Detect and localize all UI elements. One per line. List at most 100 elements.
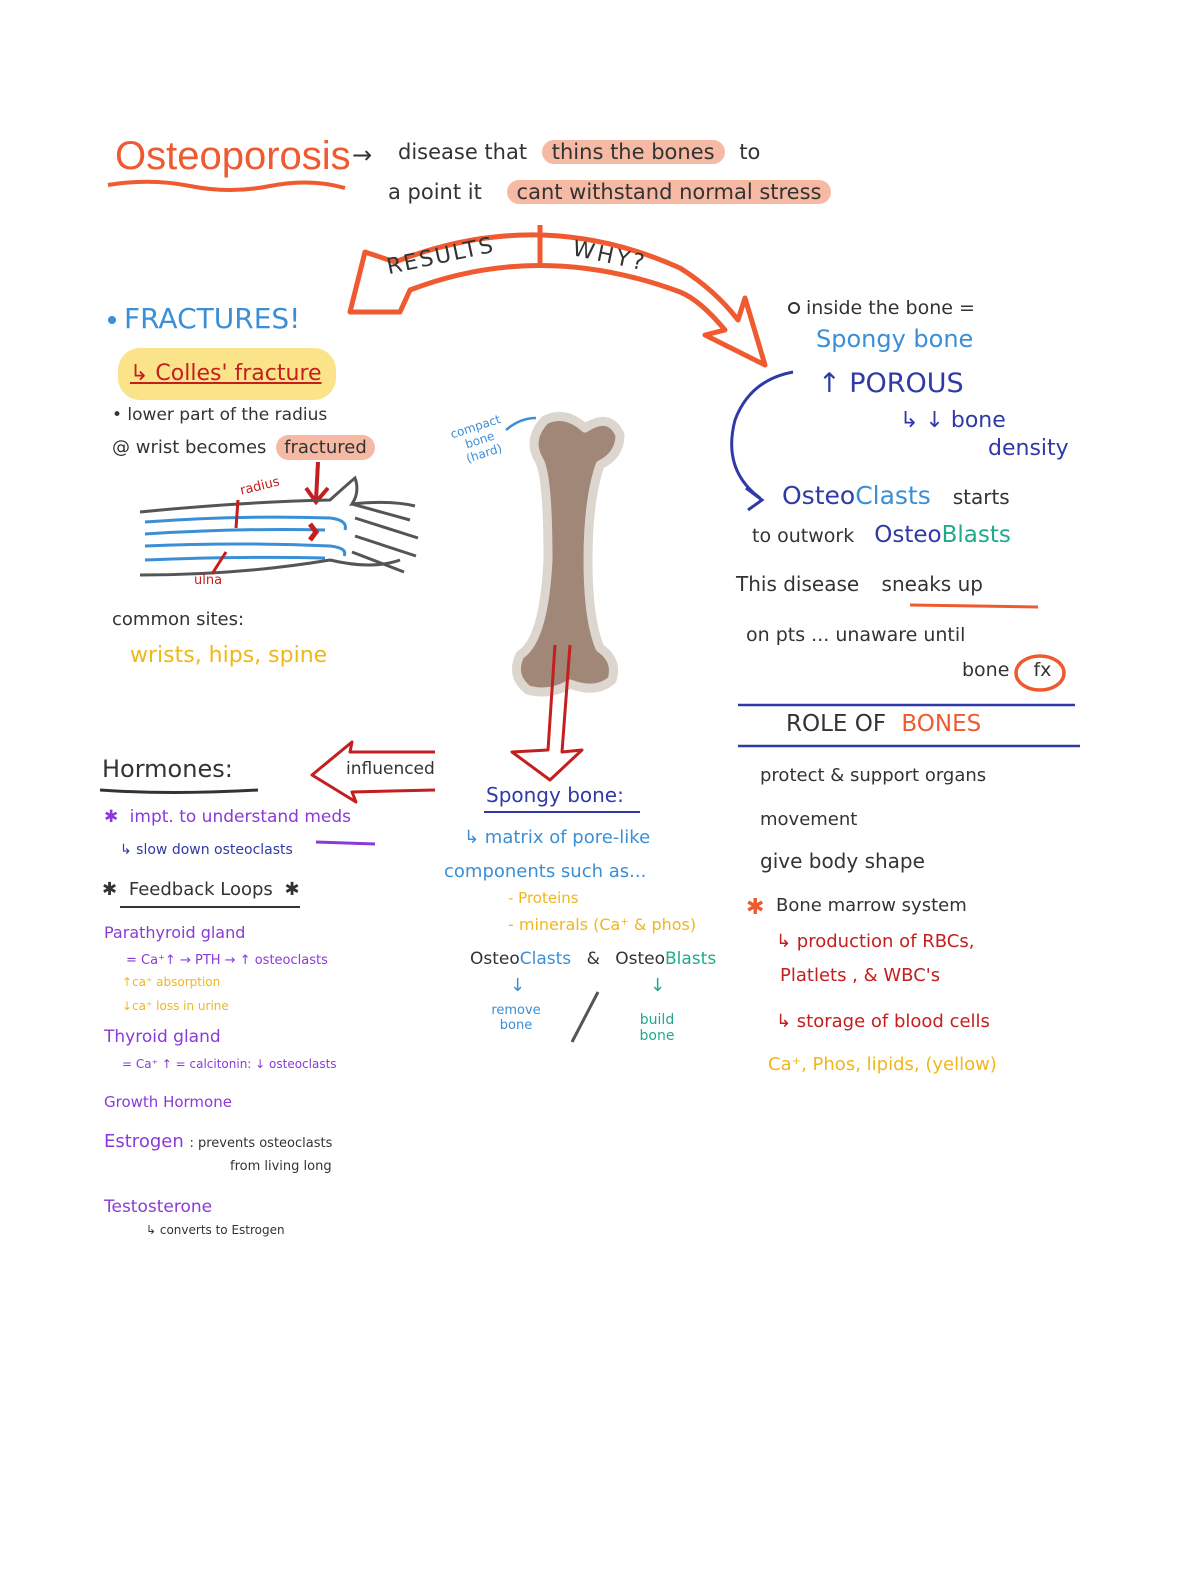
parathyroid-heading: Parathyroid gland	[104, 923, 246, 942]
role-sub-platelets: Platlets , & WBC's	[780, 965, 941, 986]
sneaks-underline	[909, 603, 1039, 609]
role-heading: ROLE OF BONES	[786, 711, 981, 737]
porous-bracket	[730, 370, 794, 500]
fracture-highlight: fractured	[276, 435, 375, 460]
definition-text: a point it	[388, 180, 482, 204]
impt-line: ✱ impt. to understand meds	[104, 807, 352, 828]
asterisk-icon: ✱	[284, 879, 300, 900]
role-sub-production: ↳ production of RBCs,	[776, 931, 975, 952]
sneaks-up-text: sneaks up	[881, 572, 983, 596]
bone-drawing	[505, 411, 625, 697]
impt-sub: ↳ slow down osteoclasts	[120, 842, 293, 858]
role-item-protect: protect & support organs	[760, 765, 987, 786]
clasts-suffix: Clasts	[855, 481, 931, 510]
definition-line-2: a point it cant withstand normal stress	[388, 180, 832, 204]
definition-highlight: thins the bones	[541, 140, 725, 164]
definition-highlight: cant withstand normal stress	[506, 180, 832, 204]
colles-fracture: ↳ Colles' fracture	[130, 361, 322, 386]
outwork-line: to outwork OsteoBlasts	[752, 522, 1011, 548]
remove-bone-label: remove bone	[491, 1003, 541, 1033]
title-underline	[107, 179, 346, 192]
sneaks-line-1: This disease sneaks up	[736, 573, 983, 596]
fx-text: fx	[1033, 659, 1052, 681]
spongy-cells-line: OsteoClasts & OsteoBlasts	[470, 949, 717, 970]
spongy-line-2: components such as...	[444, 861, 647, 882]
sneaks-text: This disease	[736, 572, 860, 596]
thyroid-line-1: = Ca⁺ ↑ = calcitonin: ↓ osteoclasts	[122, 1057, 337, 1071]
estrogen-desc-2: from living long	[230, 1159, 332, 1174]
fracture-down-arrow	[304, 461, 330, 506]
osteo-prefix: Osteo	[470, 949, 520, 969]
definition-text: to	[739, 140, 761, 164]
bone-density-line-2: density	[988, 436, 1069, 461]
osteoclasts-line: OsteoClasts starts	[782, 481, 1010, 511]
estrogen-line: Estrogen : prevents osteoclasts	[104, 1131, 333, 1153]
impt-text: impt. to understand	[129, 807, 299, 827]
sneaks-line-2: on pts ... unaware until	[746, 624, 966, 646]
osteo-prefix: Osteo	[874, 522, 942, 548]
asterisk-icon: ✱	[102, 879, 118, 900]
inside-bone-line: inside the bone =	[788, 297, 975, 320]
testosterone-desc: ↳ converts to Estrogen	[146, 1223, 285, 1237]
forearm-drawing	[139, 475, 419, 577]
definition-arrow: →	[352, 141, 373, 169]
page-title: Osteoporosis	[115, 134, 351, 178]
spongy-down-arrow	[510, 644, 584, 782]
growth-hormone: Growth Hormone	[104, 1093, 232, 1111]
common-sites-label: common sites:	[112, 609, 245, 630]
role-sub-yellow: Ca⁺, Phos, lipids, (yellow)	[768, 1054, 997, 1075]
hormones-heading: Hormones:	[102, 755, 233, 783]
role-item-marrow: Bone marrow system	[776, 895, 967, 916]
role-item-shape: give body shape	[760, 849, 925, 873]
ulna-label: ulna	[194, 573, 223, 588]
fractures-text: FRACTURES!	[124, 302, 301, 335]
blasts-suffix: Blasts	[665, 949, 717, 969]
influence-arrow	[310, 740, 436, 804]
bone-text: bone	[962, 659, 1010, 681]
estrogen-desc: : prevents osteoclasts	[189, 1136, 333, 1151]
influence-label: influenced	[346, 759, 435, 779]
testosterone-line: Testosterone	[104, 1197, 213, 1217]
osteo-prefix: Osteo	[782, 481, 856, 510]
starts-text: starts	[952, 485, 1010, 509]
role-item-movement: movement	[760, 809, 858, 830]
colles-highlight	[118, 348, 336, 400]
spongy-heading: Spongy bone:	[486, 783, 624, 807]
thyroid-heading: Thyroid gland	[104, 1027, 221, 1047]
inside-bone-text: inside the bone =	[806, 297, 975, 319]
definition-line-1: disease that thins the bones to	[398, 140, 760, 164]
meds-text: meds	[304, 807, 352, 827]
clasts-suffix: Clasts	[519, 949, 572, 969]
ampersand-text: &	[586, 949, 600, 969]
fracture-desc-text: @ wrist becomes	[112, 437, 267, 458]
spongy-minerals: - minerals (Ca⁺ & phos)	[508, 915, 697, 934]
fracture-desc-2: @ wrist becomes fractured	[112, 435, 375, 460]
bullet-circle	[788, 302, 800, 314]
fracture-desc-1: • lower part of the radius	[112, 405, 328, 425]
clast-blast-divider	[570, 991, 600, 1043]
fractures-heading: FRACTURES!	[108, 302, 301, 335]
fx-circle	[1014, 654, 1066, 692]
osteo-prefix: Osteo	[615, 949, 665, 969]
role-sub-storage: ↳ storage of blood cells	[776, 1011, 990, 1032]
spongy-proteins: - Proteins	[508, 889, 579, 907]
parathyroid-line-2: ↑ca⁺ absorption	[122, 975, 221, 989]
definition-text: disease that	[398, 140, 528, 164]
star-icon: ✱	[746, 895, 765, 920]
build-bone-label: build bone	[639, 1012, 675, 1045]
parathyroid-line-3: ↓ca⁺ loss in urine	[122, 999, 229, 1013]
hormones-underline	[99, 788, 259, 794]
common-sites-list: wrists, hips, spine	[130, 643, 328, 668]
feedback-text: Feedback Loops	[128, 879, 273, 900]
results-why-arrow	[347, 225, 768, 368]
meds-underline	[315, 840, 376, 846]
role-heading-text: ROLE OF	[786, 711, 887, 737]
asterisk-icon: ✱	[104, 807, 119, 827]
feedback-heading: ✱ Feedback Loops ✱	[102, 879, 300, 901]
bones-text: BONES	[901, 711, 982, 737]
blasts-suffix: Blasts	[941, 522, 1011, 548]
sneaks-line-3: bone fx	[962, 659, 1052, 682]
outwork-text: to outwork	[752, 525, 855, 547]
spongy-bone-term: Spongy bone	[816, 325, 974, 353]
